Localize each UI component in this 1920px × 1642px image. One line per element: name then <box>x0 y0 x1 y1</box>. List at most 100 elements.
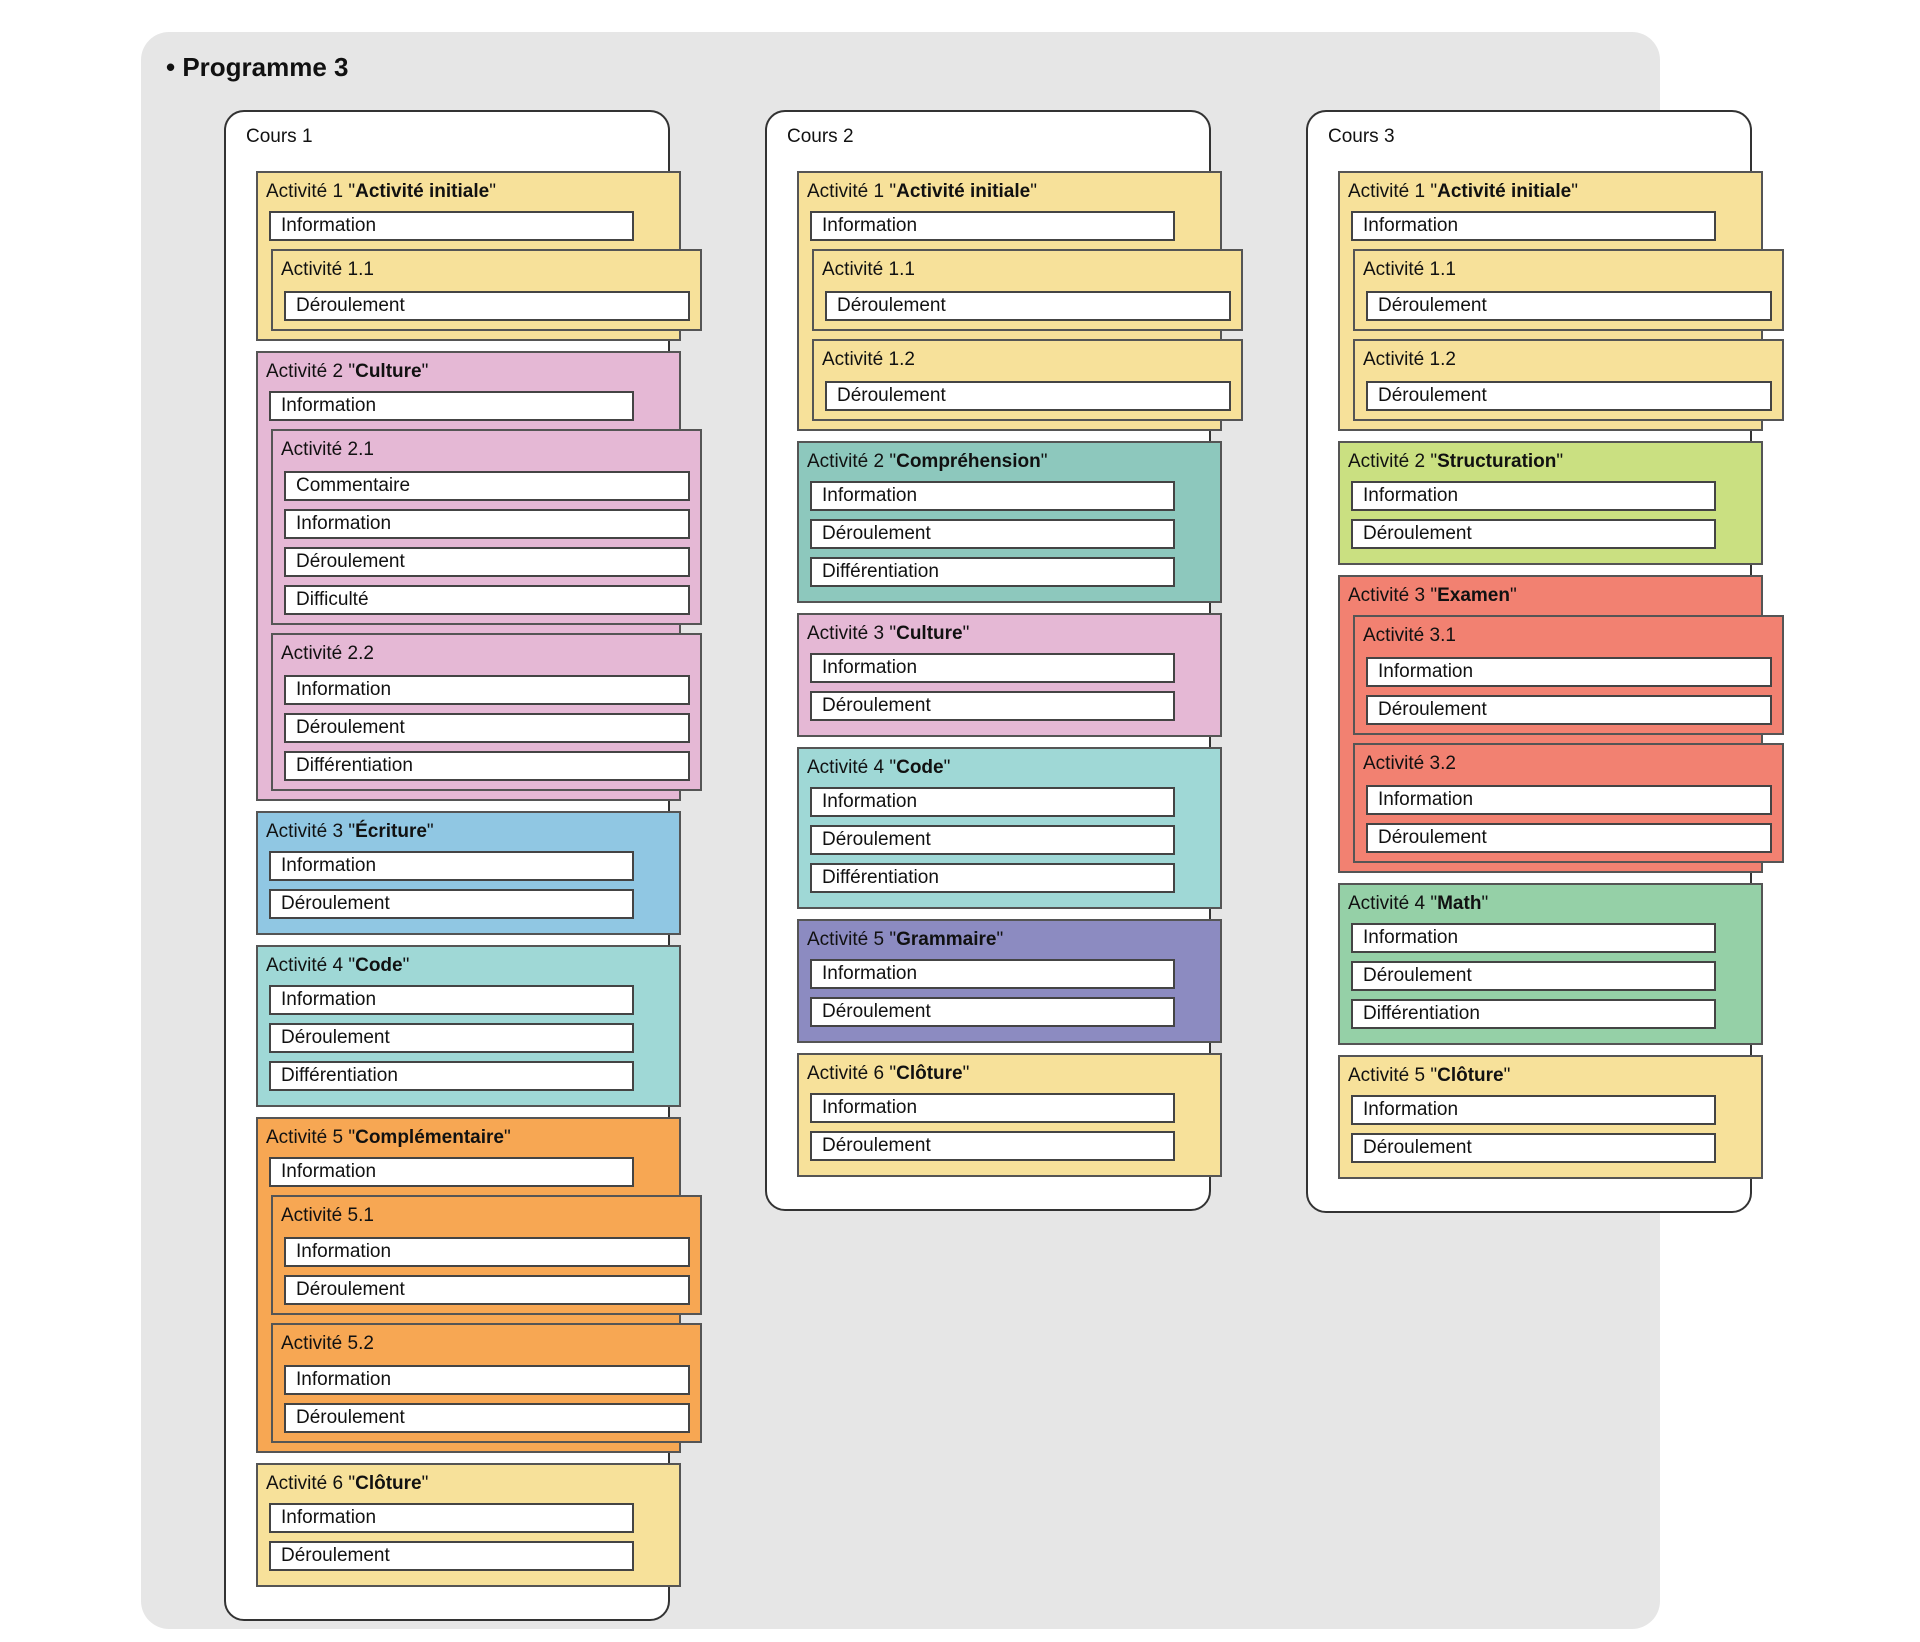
field-differentiation[interactable]: Différentiation <box>1351 999 1716 1029</box>
field-information[interactable]: Information <box>810 1093 1175 1123</box>
field-deroulement[interactable]: Déroulement <box>1351 1133 1716 1163</box>
field-deroulement[interactable]: Déroulement <box>284 1275 690 1305</box>
field-information[interactable]: Information <box>1351 1095 1716 1125</box>
field-deroulement[interactable]: Déroulement <box>825 291 1231 321</box>
sub-activity-label: Activité 5.2 <box>281 1333 374 1354</box>
field-information[interactable]: Information <box>269 985 634 1015</box>
field-information[interactable]: Information <box>1351 481 1716 511</box>
sub-activity-label: Activité 5.1 <box>281 1205 374 1226</box>
sub-activity-label: Activité 1.1 <box>281 259 374 280</box>
sub-activity-label: Activité 1.1 <box>822 259 915 280</box>
field-information[interactable]: Information <box>269 211 634 241</box>
activity-label: Activité 2 "Culture" <box>266 361 428 383</box>
activity-name: Clôture <box>1437 1065 1504 1086</box>
field-deroulement[interactable]: Déroulement <box>1366 381 1772 411</box>
field-information[interactable]: Information <box>269 391 634 421</box>
field-information[interactable]: Information <box>810 211 1175 241</box>
activity-name: Code <box>896 757 944 778</box>
activity-quote: " <box>421 361 429 382</box>
activity-label: Activité 4 "Code" <box>807 757 950 779</box>
activity-name: Culture <box>355 361 422 382</box>
field-information[interactable]: Information <box>1366 657 1772 687</box>
activity-quote: " <box>426 821 434 842</box>
activity-number: Activité 1 " <box>807 181 897 202</box>
sub-activity-label: Activité 1.2 <box>1363 349 1456 370</box>
activity-quote: " <box>421 1473 429 1494</box>
field-difficulte[interactable]: Difficulté <box>284 585 690 615</box>
activity-quote: " <box>962 1063 970 1084</box>
activity-label: Activité 1 "Activité initiale" <box>1348 181 1578 203</box>
field-deroulement[interactable]: Déroulement <box>825 381 1231 411</box>
field-deroulement[interactable]: Déroulement <box>810 691 1175 721</box>
field-deroulement[interactable]: Déroulement <box>1351 519 1716 549</box>
field-deroulement[interactable]: Déroulement <box>810 519 1175 549</box>
activity-number: Activité 3 " <box>266 821 356 842</box>
field-deroulement[interactable]: Déroulement <box>1366 823 1772 853</box>
field-information[interactable]: Information <box>284 509 690 539</box>
field-information[interactable]: Information <box>810 653 1175 683</box>
field-deroulement[interactable]: Déroulement <box>1351 961 1716 991</box>
field-deroulement[interactable]: Déroulement <box>284 713 690 743</box>
activity-quote: " <box>1481 893 1489 914</box>
field-deroulement[interactable]: Déroulement <box>810 825 1175 855</box>
activity-number: Activité 2 " <box>807 451 897 472</box>
sub-activity-label: Activité 2.1 <box>281 439 374 460</box>
activity-number: Activité 2 " <box>1348 451 1438 472</box>
field-information[interactable]: Information <box>1351 211 1716 241</box>
activity-name: Math <box>1437 893 1482 914</box>
activity-name: Complémentaire <box>355 1127 504 1148</box>
field-differentiation[interactable]: Différentiation <box>810 557 1175 587</box>
field-deroulement[interactable]: Déroulement <box>810 1131 1175 1161</box>
field-information[interactable]: Information <box>284 1237 690 1267</box>
field-deroulement[interactable]: Déroulement <box>269 889 634 919</box>
course-title: Cours 1 <box>246 126 313 147</box>
sub-activity-label: Activité 3.2 <box>1363 753 1456 774</box>
field-information[interactable]: Information <box>269 851 634 881</box>
activity-name: Activité initiale <box>896 181 1031 202</box>
course-title: Cours 2 <box>787 126 854 147</box>
activity-label: Activité 6 "Clôture" <box>266 1473 428 1495</box>
field-deroulement[interactable]: Déroulement <box>1366 291 1772 321</box>
activity-label: Activité 4 "Math" <box>1348 893 1488 915</box>
activity-label: Activité 2 "Structuration" <box>1348 451 1563 473</box>
field-differentiation[interactable]: Différentiation <box>269 1061 634 1091</box>
field-deroulement[interactable]: Déroulement <box>269 1541 634 1571</box>
activity-number: Activité 3 " <box>807 623 897 644</box>
programme-title: • Programme 3 <box>166 52 349 82</box>
activity-quote: " <box>1509 585 1517 606</box>
field-deroulement[interactable]: Déroulement <box>810 997 1175 1027</box>
field-deroulement[interactable]: Déroulement <box>284 1403 690 1433</box>
field-information[interactable]: Information <box>284 1365 690 1395</box>
field-information[interactable]: Information <box>269 1157 634 1187</box>
field-information[interactable]: Information <box>1366 785 1772 815</box>
field-differentiation[interactable]: Différentiation <box>810 863 1175 893</box>
field-deroulement[interactable]: Déroulement <box>269 1023 634 1053</box>
field-deroulement[interactable]: Déroulement <box>1366 695 1772 725</box>
activity-name: Clôture <box>355 1473 422 1494</box>
sub-activity-label: Activité 3.1 <box>1363 625 1456 646</box>
field-information[interactable]: Information <box>1351 923 1716 953</box>
activity-number: Activité 4 " <box>807 757 897 778</box>
activity-number: Activité 1 " <box>266 181 356 202</box>
activity-number: Activité 4 " <box>266 955 356 976</box>
activity-label: Activité 5 "Grammaire" <box>807 929 1003 951</box>
activity-label: Activité 1 "Activité initiale" <box>266 181 496 203</box>
field-information[interactable]: Information <box>284 675 690 705</box>
sub-activity-label: Activité 1.1 <box>1363 259 1456 280</box>
field-differentiation[interactable]: Différentiation <box>284 751 690 781</box>
field-information[interactable]: Information <box>810 787 1175 817</box>
activity-label: Activité 3 "Écriture" <box>266 821 434 843</box>
activity-name: Activité initiale <box>1437 181 1572 202</box>
field-deroulement[interactable]: Déroulement <box>284 547 690 577</box>
field-information[interactable]: Information <box>810 481 1175 511</box>
activity-quote: " <box>503 1127 511 1148</box>
course-title: Cours 3 <box>1328 126 1395 147</box>
activity-number: Activité 4 " <box>1348 893 1438 914</box>
activity-number: Activité 6 " <box>807 1063 897 1084</box>
activity-label: Activité 6 "Clôture" <box>807 1063 969 1085</box>
field-information[interactable]: Information <box>810 959 1175 989</box>
field-deroulement[interactable]: Déroulement <box>284 291 690 321</box>
field-commentaire[interactable]: Commentaire <box>284 471 690 501</box>
activity-name: Compréhension <box>896 451 1041 472</box>
field-information[interactable]: Information <box>269 1503 634 1533</box>
